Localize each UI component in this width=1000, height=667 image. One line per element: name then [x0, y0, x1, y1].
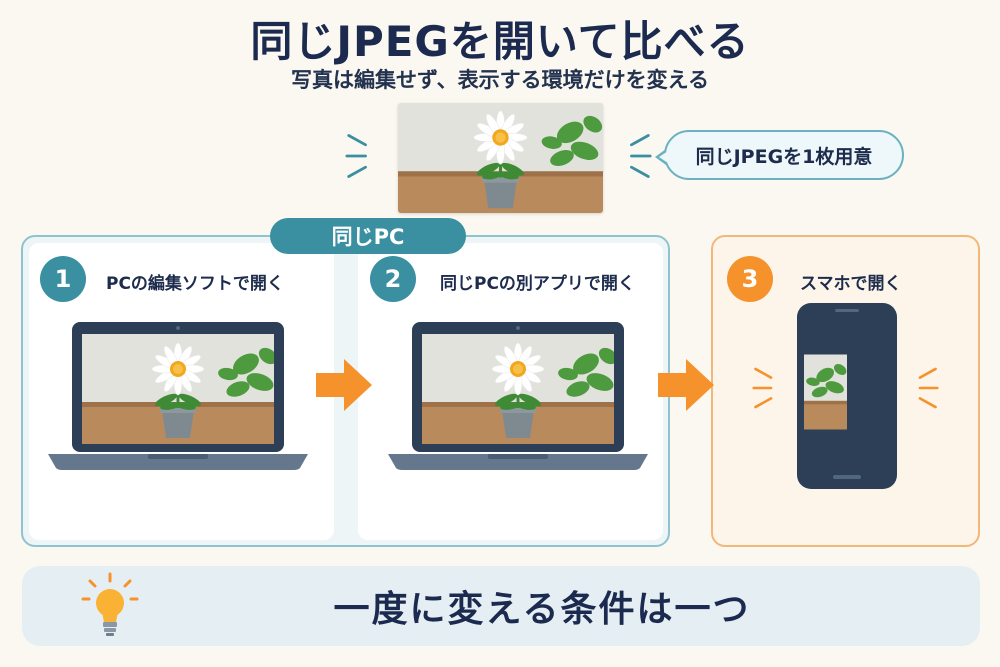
page-subtitle: 写真は編集せず、表示する環境だけを変える	[291, 68, 709, 92]
sparkle-lines-icon	[752, 367, 773, 409]
step-3-label: スマホで開く	[800, 274, 902, 294]
laptop-icon	[388, 322, 648, 472]
orange-arrow-icon	[656, 355, 716, 415]
lightbulb-icon	[81, 572, 139, 636]
step-2-label: 同じPCの別アプリで開く	[440, 274, 635, 294]
step-1-number: 1	[40, 256, 86, 302]
source-note-text: 同じJPEGを1枚用意	[695, 145, 873, 168]
same-pc-label: 同じPC	[270, 218, 466, 254]
page-title: 同じJPEGを開いて比べる	[250, 17, 750, 66]
same-pc-label-text: 同じPC	[331, 225, 405, 249]
step-2-number: 2	[370, 256, 416, 302]
sparkle-lines-icon	[918, 367, 939, 409]
sparkle-lines-icon	[345, 128, 373, 184]
step-1-label: PCの編集ソフトで開く	[106, 274, 284, 294]
orange-arrow-icon	[314, 355, 374, 415]
sparkle-lines-icon	[624, 128, 652, 184]
source-note-bubble: 同じJPEGを1枚用意	[655, 130, 904, 180]
source-jpeg-photo	[398, 103, 603, 213]
step-3-number: 3	[727, 256, 773, 302]
laptop-icon	[48, 322, 308, 472]
smartphone-icon	[797, 303, 897, 489]
bottom-message: 一度に変える条件は一つ	[333, 589, 751, 630]
bottom-banner: 一度に変える条件は一つ	[22, 566, 980, 646]
